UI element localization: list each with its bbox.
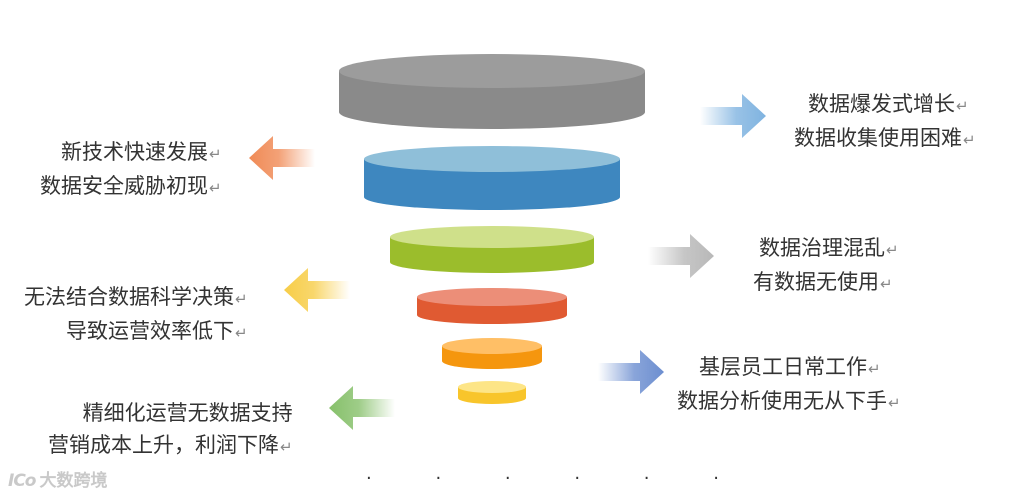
- funnel-layer-4-top: [417, 288, 567, 306]
- funnel-layer-5: [442, 338, 542, 369]
- funnel-layer-6: [458, 381, 526, 404]
- watermark-logo: ICo: [8, 471, 37, 491]
- label-layer-4-line-1: 无法结合数据科学决策↵: [24, 285, 248, 309]
- label-layer-1-line-2: 数据收集使用困难↵: [794, 126, 976, 150]
- label-layer-4: 无法结合数据科学决策↵ 导致运营效率低下↵: [24, 281, 248, 349]
- label-layer-6-line-2: 营销成本上升，利润下降↵: [48, 433, 293, 457]
- arrow-layer-5: [598, 350, 664, 394]
- label-layer-4-line-2: 导致运营效率低下↵: [66, 319, 248, 343]
- arrow-layer-2: [249, 136, 315, 180]
- label-layer-6: 精细化运营无数据支持 营销成本上升，利润下降↵: [48, 397, 293, 463]
- funnel-layer-3-top: [390, 226, 594, 248]
- funnel-layer-2-side: [364, 159, 620, 210]
- funnel-layer-1-top: [339, 54, 645, 88]
- funnel-layer-4: [417, 288, 567, 324]
- label-layer-2-line-2: 数据安全威胁初现↵: [40, 174, 222, 198]
- funnel-layer-2: [364, 146, 620, 210]
- label-layer-3-line-1: 数据治理混乱↵: [759, 236, 899, 260]
- funnel-layer-2-top: [364, 146, 620, 172]
- watermark-text: 大数跨境: [39, 471, 108, 491]
- funnel-layer-5-top: [442, 338, 542, 354]
- label-layer-5-line-2: 数据分析使用无从下手↵: [677, 389, 901, 413]
- label-layer-3: 数据治理混乱↵ 有数据无使用↵: [753, 232, 899, 300]
- arrow-layer-1: [700, 94, 766, 138]
- arrow-layer-3: [648, 234, 714, 278]
- funnel-layer-1: [339, 54, 645, 129]
- funnel-layer-3: [390, 226, 594, 273]
- label-layer-2-line-1: 新技术快速发展↵: [61, 140, 222, 164]
- label-layer-3-line-2: 有数据无使用↵: [753, 270, 893, 294]
- arrow-layer-4: [284, 268, 350, 312]
- arrow-layer-6: [329, 386, 395, 430]
- funnel-layer-6-top: [458, 381, 526, 393]
- pagination-dots: · · · · · ·: [366, 468, 748, 489]
- label-layer-1: 数据爆发式增长↵ 数据收集使用困难↵: [794, 88, 976, 156]
- label-layer-5-line-1: 基层员工日常工作↵: [699, 355, 881, 379]
- label-layer-6-line-1: 精细化运营无数据支持: [82, 401, 293, 425]
- label-layer-5: 基层员工日常工作↵ 数据分析使用无从下手↵: [677, 351, 901, 419]
- label-layer-2: 新技术快速发展↵ 数据安全威胁初现↵: [40, 136, 222, 204]
- label-layer-1-line-1: 数据爆发式增长↵: [808, 92, 969, 116]
